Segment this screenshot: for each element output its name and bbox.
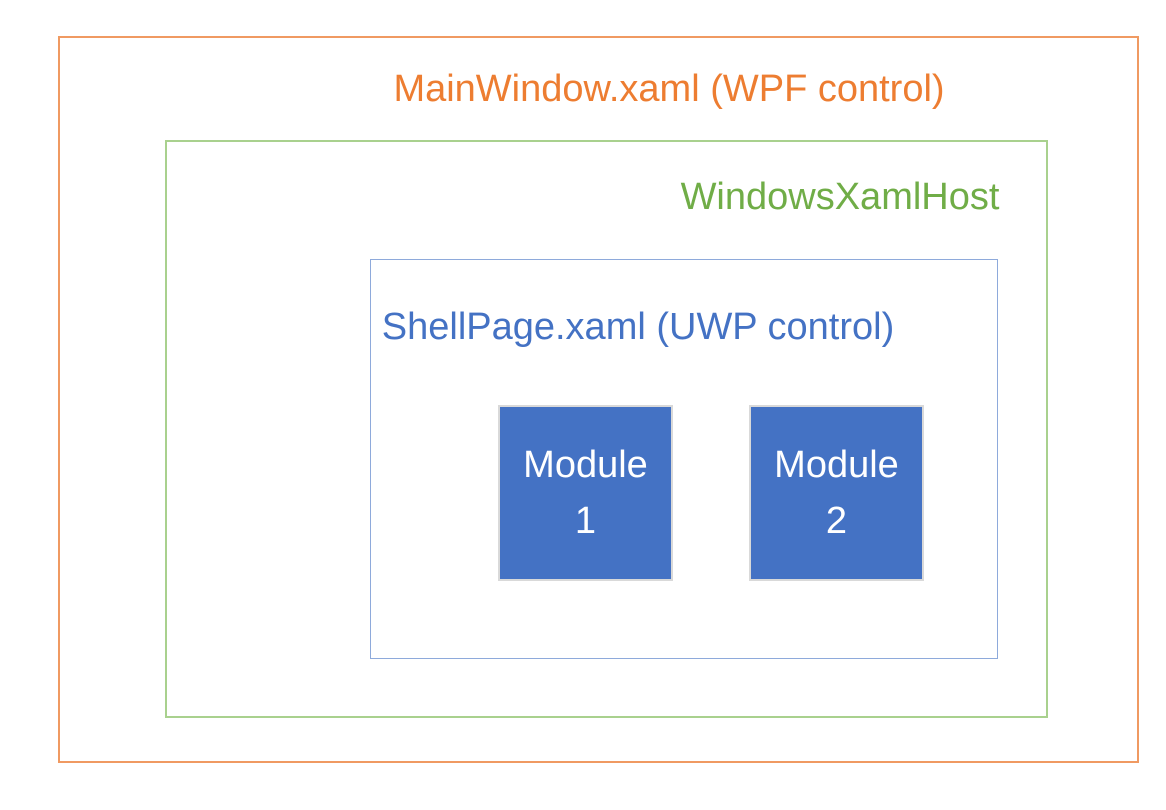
module-2-name: Module bbox=[774, 444, 899, 486]
module-1-box: Module 1 bbox=[498, 405, 673, 581]
shellpage-label: ShellPage.xaml (UWP control) bbox=[381, 306, 895, 348]
module-2-number: 2 bbox=[825, 500, 848, 542]
shellpage-box: ShellPage.xaml (UWP control) Module 1 Mo… bbox=[370, 259, 998, 659]
module-1-name: Module bbox=[523, 444, 648, 486]
windowsxamlhost-box: WindowsXamlHost ShellPage.xaml (UWP cont… bbox=[165, 140, 1048, 718]
windowsxamlhost-label: WindowsXamlHost bbox=[680, 176, 1000, 218]
mainwindow-label: MainWindow.xaml (WPF control) bbox=[393, 68, 945, 110]
module-1-number: 1 bbox=[574, 500, 597, 542]
module-2-box: Module 2 bbox=[749, 405, 924, 581]
mainwindow-box: MainWindow.xaml (WPF control) WindowsXam… bbox=[58, 36, 1139, 763]
